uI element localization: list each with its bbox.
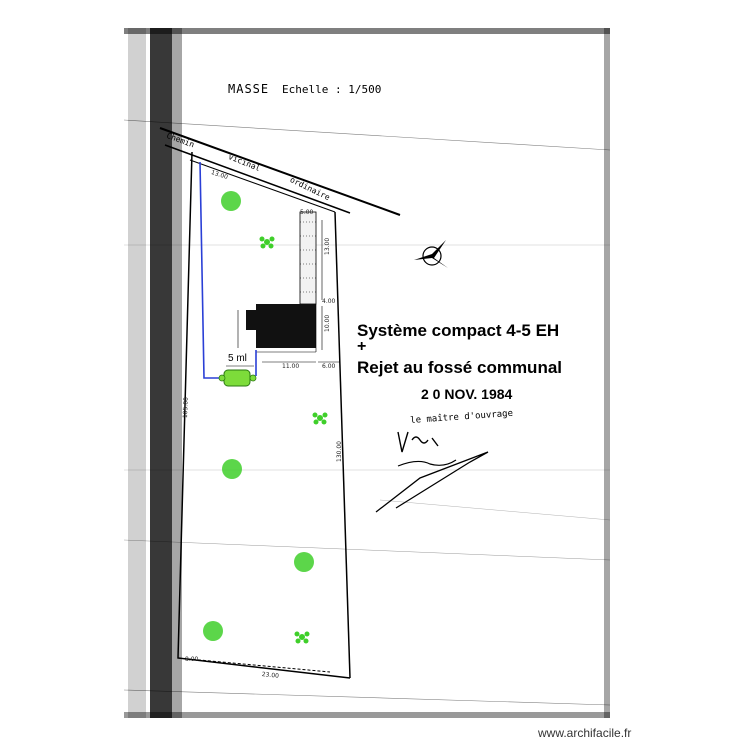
signature [375,431,489,513]
dimension-label: 13.00 [324,237,331,255]
dimension-label: 6.00 [322,363,336,370]
scan-noise [123,28,611,718]
dimension-label: 5.00 [300,209,314,216]
trees [203,191,314,641]
watermark: www.archifacile.fr [538,726,632,740]
annotation-plus: + [357,338,367,355]
plan-title: MASSE [228,82,270,96]
septic-tank [218,369,257,387]
annotation-line-2: Rejet au fossé communal [357,358,563,377]
parcel-boundary [177,151,351,679]
north-arrow-icon [414,240,448,268]
road [159,127,401,216]
annotation-line-1: Système compact 4-5 EH [357,321,560,340]
plan-scale: Echelle : 1/500 [282,83,382,96]
dimension-label: 105.00 [182,396,190,419]
dimension-label: 11.00 [282,363,300,370]
dimension-label: 8.00 [185,656,199,663]
pipe-length-label: 5 ml [228,353,247,364]
dimension-label: 10.00 [324,314,331,332]
house [246,304,317,353]
driveway [299,211,317,305]
dimension-label: 130.00 [336,441,343,462]
dimension-lines [237,220,340,363]
dimension-label: 4.00 [322,298,336,305]
shrubs [259,236,328,644]
date-stamp: 2 0 NOV. 1984 [421,386,513,402]
